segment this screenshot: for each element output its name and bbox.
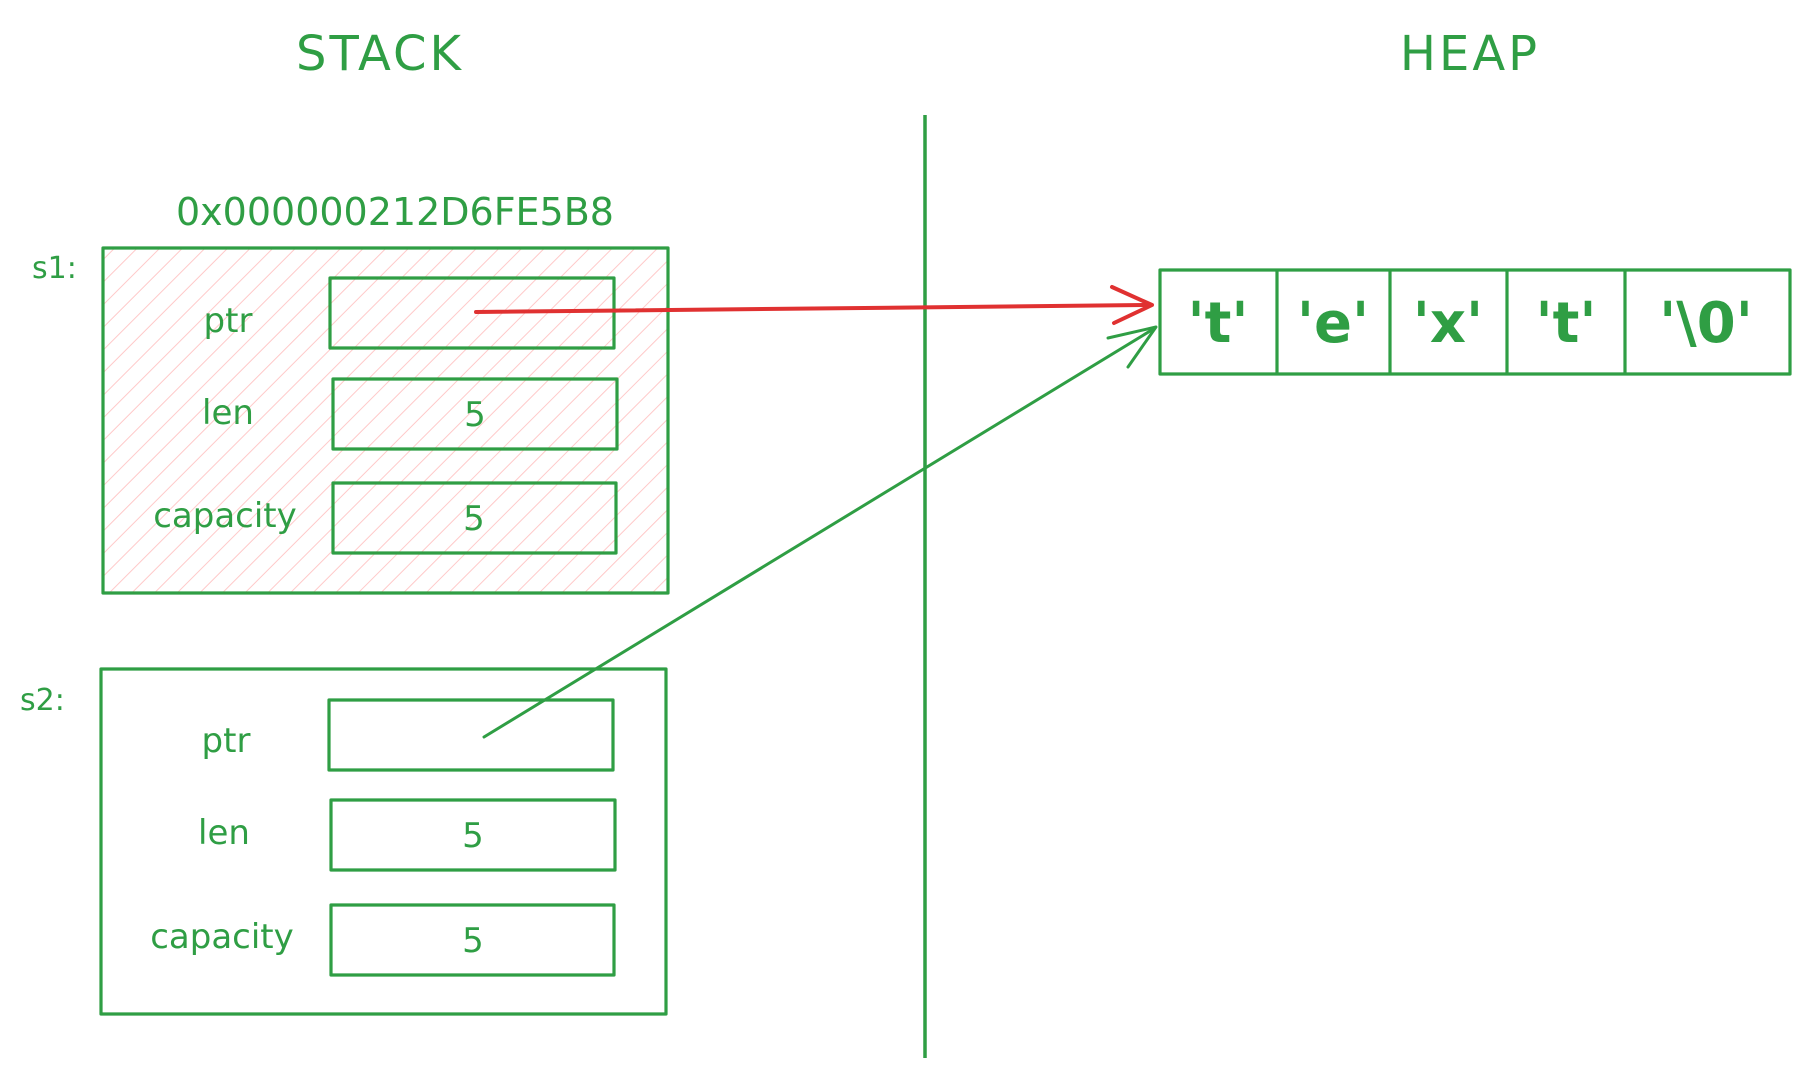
s1-capacity-cell — [331, 481, 618, 555]
s1-capacity-label: capacity — [153, 496, 297, 536]
s1-box — [101, 246, 670, 595]
s1-len-value: 5 — [464, 395, 486, 435]
s2-capacity-value: 5 — [462, 921, 484, 961]
stack-title: STACK — [296, 26, 464, 82]
s1-hatch-fill — [103, 248, 668, 593]
s1-label: s1: — [32, 251, 77, 286]
heap-title: HEAP — [1400, 26, 1540, 82]
s1-address-label: 0x000000212D6FE5B8 — [176, 190, 614, 234]
heap-cell-1: 'e' — [1297, 291, 1369, 356]
heap-cell-2: 'x' — [1413, 291, 1483, 356]
s1-len-label: len — [202, 393, 254, 433]
s1-capacity-value: 5 — [463, 499, 485, 539]
s2-ptr-cell — [327, 698, 615, 772]
s1-struct: s1: ptr len 5 capacity 5 — [32, 246, 670, 595]
s2-ptr-label: ptr — [202, 721, 251, 761]
heap-cell-3: 't' — [1535, 291, 1596, 356]
heap-cell-0: 't' — [1187, 291, 1248, 356]
s1-len-cell — [331, 377, 619, 451]
heap-array-box — [1158, 268, 1792, 376]
s2-box — [99, 667, 668, 1016]
s2-len-cell — [329, 798, 617, 872]
s2-capacity-cell — [329, 903, 616, 977]
heap-array: 't' 'e' 'x' 't' '\0' — [1158, 268, 1792, 376]
s2-capacity-label: capacity — [150, 917, 294, 957]
s2-len-value: 5 — [462, 816, 484, 856]
s1-ptr-cell — [328, 276, 616, 350]
s1-ptr-label: ptr — [204, 301, 253, 341]
s1-ptr-arrow — [474, 285, 1154, 325]
s2-ptr-arrow — [482, 325, 1158, 739]
heap-cell-4: '\0' — [1659, 291, 1753, 356]
s2-len-label: len — [198, 813, 250, 853]
s2-struct: s2: ptr len 5 capacity 5 — [20, 667, 668, 1016]
s2-label: s2: — [20, 683, 65, 718]
